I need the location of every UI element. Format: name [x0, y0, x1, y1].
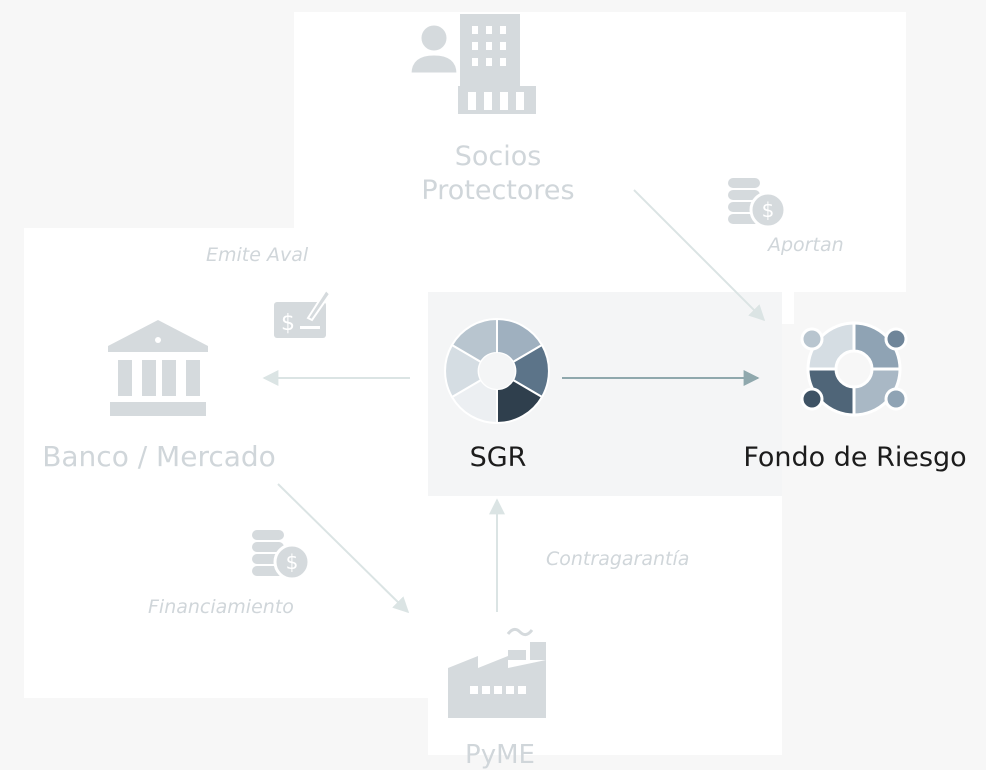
aportan-label: Aportan [768, 234, 844, 256]
check-signature-icon: $ [272, 286, 332, 342]
emite-aval-label: Emite Aval [206, 244, 309, 266]
arrow-socios-to-fondo [633, 189, 766, 322]
factory-icon [446, 620, 550, 724]
svg-text:$: $ [762, 198, 775, 222]
fondo-label: Fondo de Riesgo [743, 442, 967, 473]
financiamiento-label: Financiamiento [148, 596, 294, 618]
svg-text:$: $ [281, 311, 295, 336]
bank-icon [106, 318, 210, 418]
sgr-ring-icon [444, 318, 550, 424]
svg-text:$: $ [286, 550, 299, 574]
contragarantia-label: Contragarantía [546, 548, 690, 570]
socios-label-line2: Protectores [421, 175, 575, 206]
sgr-label: SGR [469, 442, 527, 473]
partner-building-icon [408, 12, 540, 116]
banco-label: Banco / Mercado [42, 440, 276, 473]
socios-label-line1: Socios [454, 141, 542, 172]
arrow-banco-to-pyme [277, 483, 410, 614]
pyme-label: PyME [465, 740, 535, 770]
socios-label: Socios Protectores [398, 140, 598, 208]
left-panel [24, 228, 428, 698]
coins-dollar-icon: $ [724, 176, 788, 228]
coins-dollar-icon: $ [248, 528, 312, 580]
risk-fund-icon [800, 320, 908, 418]
